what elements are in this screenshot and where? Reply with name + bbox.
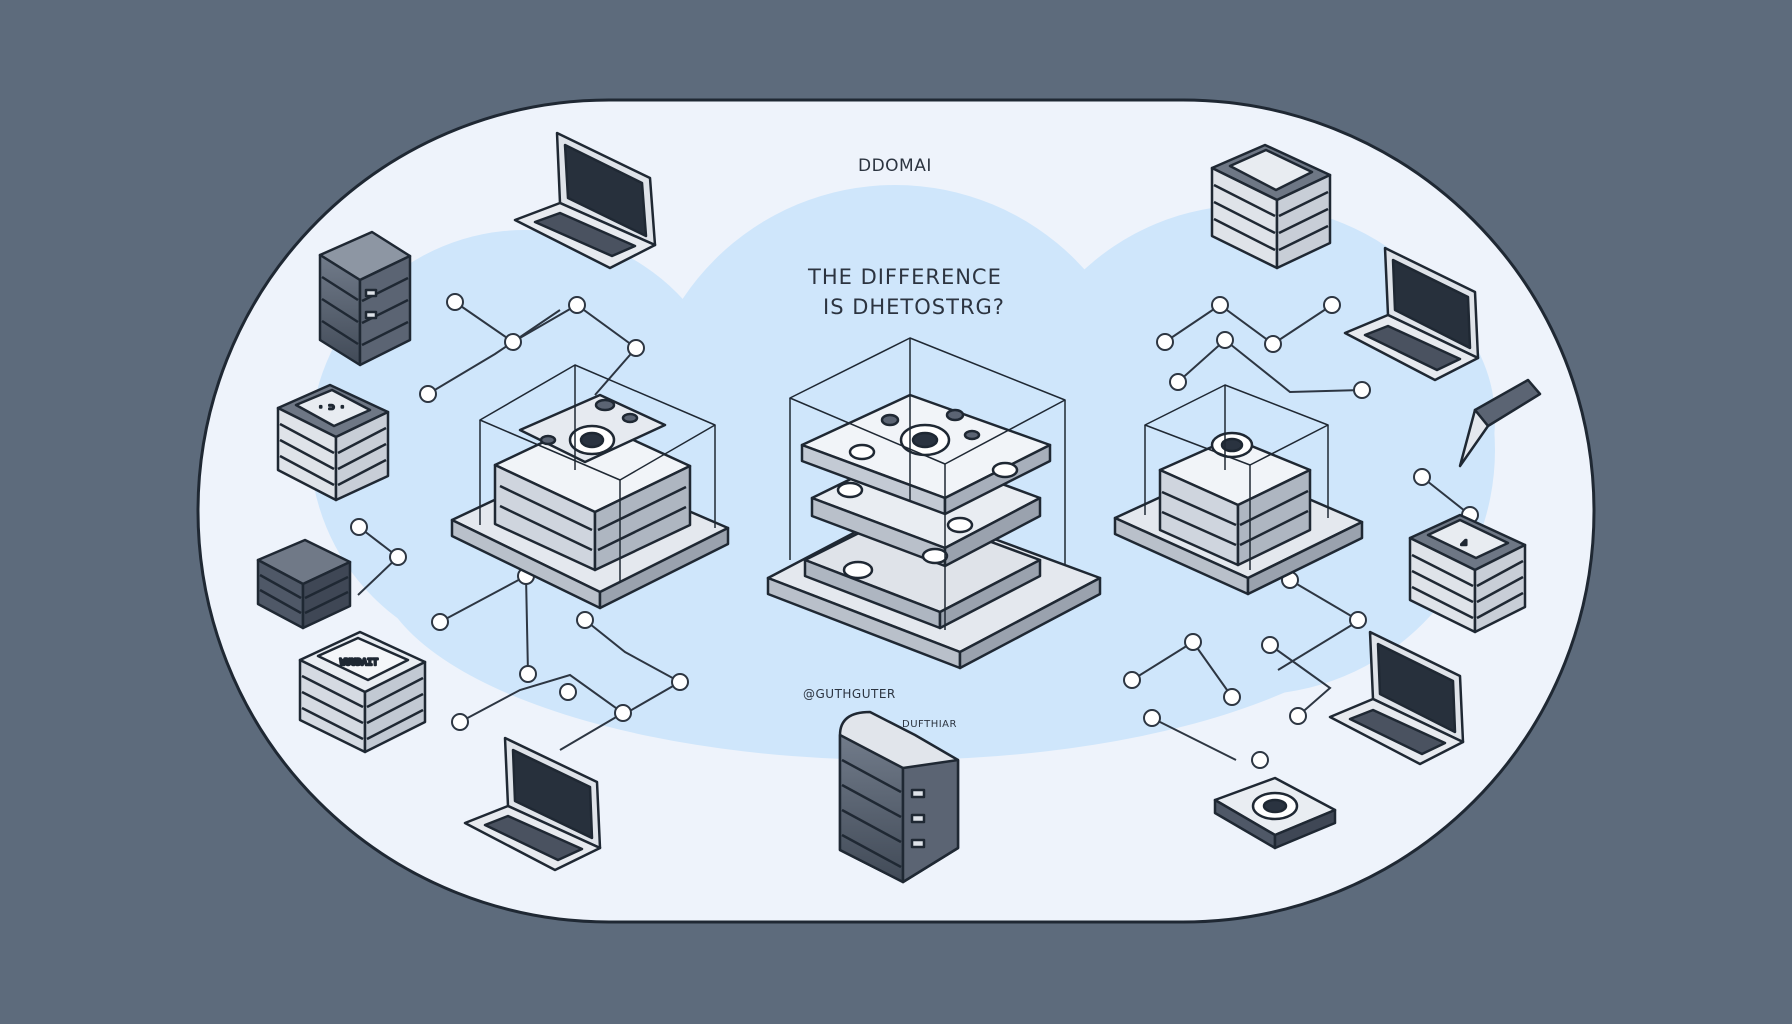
handle-label: @GUTHGUTER	[803, 687, 896, 701]
laptop-icon	[463, 736, 602, 872]
network-node-icon	[1211, 296, 1229, 314]
network-node-icon	[576, 611, 594, 629]
network-node-icon	[614, 704, 632, 722]
laptop-icon	[1328, 630, 1465, 766]
laptop-icon	[513, 131, 657, 270]
svg-text:· ⊃ ·: · ⊃ ·	[318, 403, 345, 413]
network-node-icon	[519, 665, 537, 683]
network-nodes-right	[1123, 296, 1479, 769]
network-node-icon	[1349, 611, 1367, 629]
network-node-icon	[1251, 751, 1269, 769]
network-node-icon	[1413, 468, 1431, 486]
network-node-icon	[1289, 707, 1307, 725]
pen-icon	[1458, 378, 1542, 468]
network-node-icon	[350, 518, 368, 536]
disk-stack-icon: · ⊃ ·	[276, 383, 390, 502]
network-node-icon	[1216, 331, 1234, 349]
disk-stack-icon	[1210, 143, 1332, 270]
network-node-icon	[627, 339, 645, 357]
network-node-icon	[389, 548, 407, 566]
network-node-icon	[431, 613, 449, 631]
disk-stack-icon	[256, 538, 352, 630]
sub-label: DUFTHIAR	[902, 719, 957, 730]
network-node-icon	[671, 673, 689, 691]
isometric-server-cube-icon	[450, 364, 730, 610]
headline-line-2: IS DHETOSTRG?	[823, 295, 1005, 319]
disk-stack-icon: ⊿	[1408, 513, 1527, 634]
network-node-icon	[1264, 335, 1282, 353]
network-node-icon	[1353, 381, 1371, 399]
rack-tag: WUUDAIT	[340, 658, 379, 668]
network-nodes-left	[350, 293, 689, 731]
headline-line-1: THE DIFFERENCE	[807, 265, 1002, 289]
isometric-server-cube-icon	[1113, 384, 1364, 596]
network-node-icon	[1169, 373, 1187, 391]
top-label: DDOMAI	[858, 156, 932, 176]
network-node-icon	[1223, 688, 1241, 706]
network-node-icon	[568, 296, 586, 314]
network-node-icon	[1123, 671, 1141, 689]
disk-stack-icon: WUUDAIT	[298, 630, 427, 754]
network-node-icon	[1156, 333, 1174, 351]
network-node-icon	[1184, 633, 1202, 651]
network-node-icon	[1261, 636, 1279, 654]
network-node-icon	[446, 293, 464, 311]
server-icon	[838, 710, 960, 884]
disk-stack-icon	[1213, 776, 1337, 850]
network-node-icon	[559, 683, 577, 701]
network-node-icon	[451, 713, 469, 731]
network-node-icon	[504, 333, 522, 351]
laptop-icon	[1343, 246, 1480, 382]
network-node-icon	[1143, 709, 1161, 727]
svg-text:⊿: ⊿	[1460, 538, 1468, 548]
network-node-icon	[1323, 296, 1341, 314]
isometric-server-cube-icon	[766, 337, 1102, 670]
server-icon	[318, 230, 412, 367]
network-node-icon	[419, 385, 437, 403]
